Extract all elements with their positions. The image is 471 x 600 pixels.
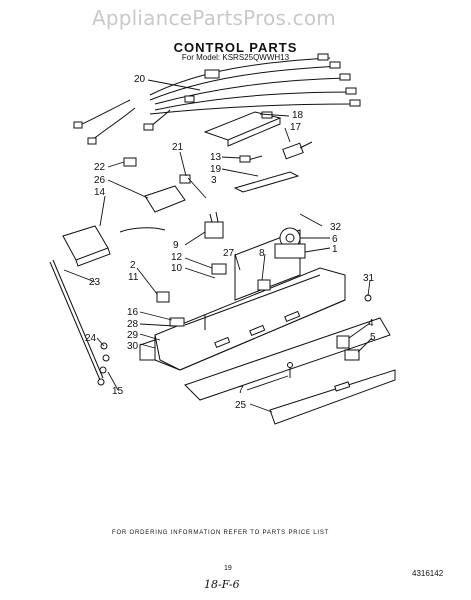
callout-1: 1 <box>332 244 338 255</box>
cover-parts <box>62 157 186 267</box>
gasket-2 <box>119 227 166 233</box>
callout-9: 9 <box>173 240 179 251</box>
wire-harness <box>73 53 361 145</box>
callout-5: 5 <box>370 332 376 343</box>
callout-19: 19 <box>210 164 222 175</box>
callout-16: 16 <box>127 307 139 318</box>
callout-18: 18 <box>292 110 304 121</box>
callout-17: 17 <box>290 122 302 133</box>
callout-2: 2 <box>130 260 136 271</box>
page-number: 19 <box>224 565 232 572</box>
callout-4: 4 <box>368 318 374 329</box>
callout-28: 28 <box>127 319 139 330</box>
callouts: 20 18 17 21 13 19 3 22 26 14 32 6 1 9 12… <box>85 74 376 411</box>
callout-21: 21 <box>172 142 184 153</box>
callout-22: 22 <box>94 162 106 173</box>
callout-23: 23 <box>89 277 101 288</box>
callout-12: 12 <box>171 252 183 263</box>
callout-13: 13 <box>210 152 222 163</box>
callout-31: 31 <box>363 273 375 284</box>
bracket-18 <box>203 111 282 147</box>
callout-15: 15 <box>112 386 124 397</box>
handwritten-note: 18-F-6 <box>204 578 240 591</box>
clip-21 <box>179 174 191 184</box>
thermostat-capillary <box>233 141 313 193</box>
callout-26: 26 <box>94 175 106 186</box>
callout-27: 27 <box>223 248 235 259</box>
callout-10: 10 <box>171 263 183 274</box>
callout-20: 20 <box>134 74 146 85</box>
control-switch <box>204 211 224 239</box>
watermark: AppliancePartsPros.com <box>92 6 336 30</box>
model-number: For Model: KSRS25QWWH13 <box>181 53 290 62</box>
diagram-title: CONTROL PARTS <box>173 40 298 55</box>
callout-7: 7 <box>238 385 244 396</box>
part-number: 4316142 <box>412 569 444 578</box>
callout-3: 3 <box>211 175 217 186</box>
sensor-rod <box>49 259 105 386</box>
callout-6: 6 <box>332 234 338 245</box>
callout-14: 14 <box>94 187 106 198</box>
small-components <box>99 263 372 378</box>
ordering-note: FOR ORDERING INFORMATION REFER TO PARTS … <box>112 530 330 536</box>
callout-24: 24 <box>85 333 97 344</box>
callout-11: 11 <box>128 272 139 283</box>
callout-8: 8 <box>259 248 265 259</box>
callout-32: 32 <box>330 222 342 233</box>
control-housing <box>139 229 346 371</box>
callout-30: 30 <box>127 341 139 352</box>
defrost-timer <box>274 227 306 259</box>
callout-29: 29 <box>127 330 139 341</box>
bottom-panel <box>184 317 396 425</box>
leader-lines <box>63 79 373 413</box>
callout-25: 25 <box>235 400 247 411</box>
